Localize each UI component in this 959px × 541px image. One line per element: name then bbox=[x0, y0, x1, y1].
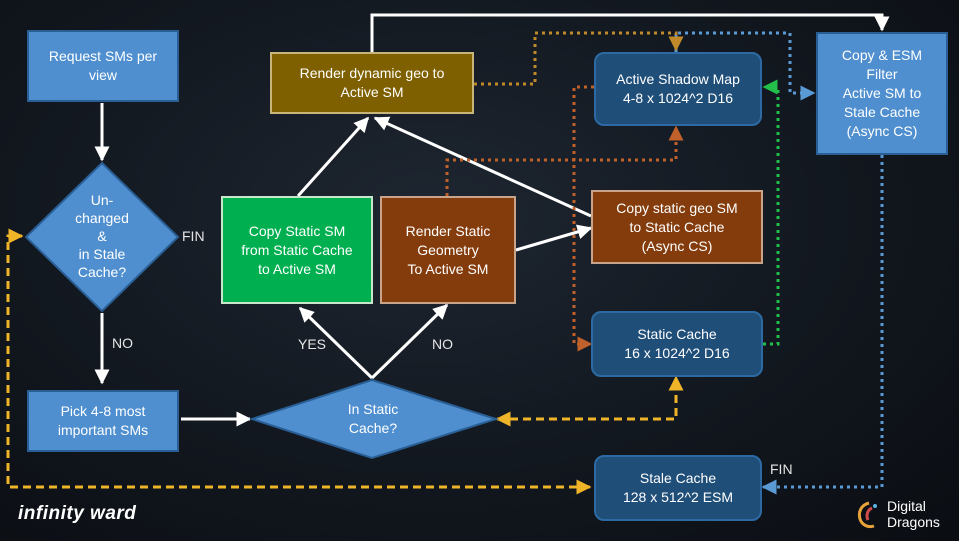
label-yes: YES bbox=[298, 336, 327, 352]
yellow-instatic-to-staticcache bbox=[495, 375, 684, 427]
node-active-shadow-map: Active Shadow Map 4-8 x 1024^2 D16 bbox=[594, 52, 762, 126]
node-copy-esm-filter: Copy & ESM Filter Active SM to Stale Cac… bbox=[816, 32, 948, 155]
infinity-ward-logo: infinity ward bbox=[18, 503, 137, 524]
label-fin-left: FIN bbox=[182, 228, 205, 244]
orange-render-to-active bbox=[445, 125, 684, 196]
arrow-copygeo-to-dynamic bbox=[373, 116, 592, 218]
blue-copyesm-to-stale bbox=[761, 155, 884, 495]
label-no-mid: NO bbox=[432, 336, 453, 352]
digital-dragons-logo: Digital Dragons bbox=[887, 498, 940, 530]
node-render-dynamic: Render dynamic geo to Active SM bbox=[270, 52, 474, 114]
label-no-left: NO bbox=[112, 335, 133, 351]
label-fin-right: FIN bbox=[770, 461, 793, 477]
yellow-stale-to-unchanged bbox=[6, 228, 592, 495]
node-copy-static-geo: Copy static geo SM to Static Cache (Asyn… bbox=[591, 190, 763, 264]
arrow-dynamic-to-copyesm bbox=[370, 13, 890, 52]
node-in-static-label: In Static Cache? bbox=[347, 401, 399, 436]
node-unchanged-label: Un- changed & in Stale Cache? bbox=[75, 192, 129, 280]
diamond-unchanged-shape bbox=[24, 161, 180, 313]
arrow-copystatic-to-dynamic bbox=[296, 116, 370, 198]
diamond-instatic-shape bbox=[248, 378, 500, 460]
node-request-sms: Request SMs per view bbox=[27, 30, 179, 102]
node-stale-cache: Stale Cache 128 x 512^2 ESM bbox=[594, 455, 762, 521]
blue-active-to-copyesm bbox=[674, 31, 816, 101]
digital-dragons-icon bbox=[857, 501, 877, 529]
node-static-cache: Static Cache 16 x 1024^2 D16 bbox=[591, 311, 763, 377]
node-copy-static: Copy Static SM from Static Cache to Acti… bbox=[221, 196, 373, 304]
orange-active-to-static bbox=[572, 85, 594, 352]
green-static-to-active bbox=[762, 79, 780, 346]
tan-dynamic-to-active bbox=[474, 31, 684, 86]
node-pick-sms: Pick 4-8 most important SMs bbox=[27, 390, 179, 452]
node-render-static: Render Static Geometry To Active SM bbox=[380, 196, 516, 304]
arrow-renderstatic-to-copygeo bbox=[515, 224, 593, 252]
